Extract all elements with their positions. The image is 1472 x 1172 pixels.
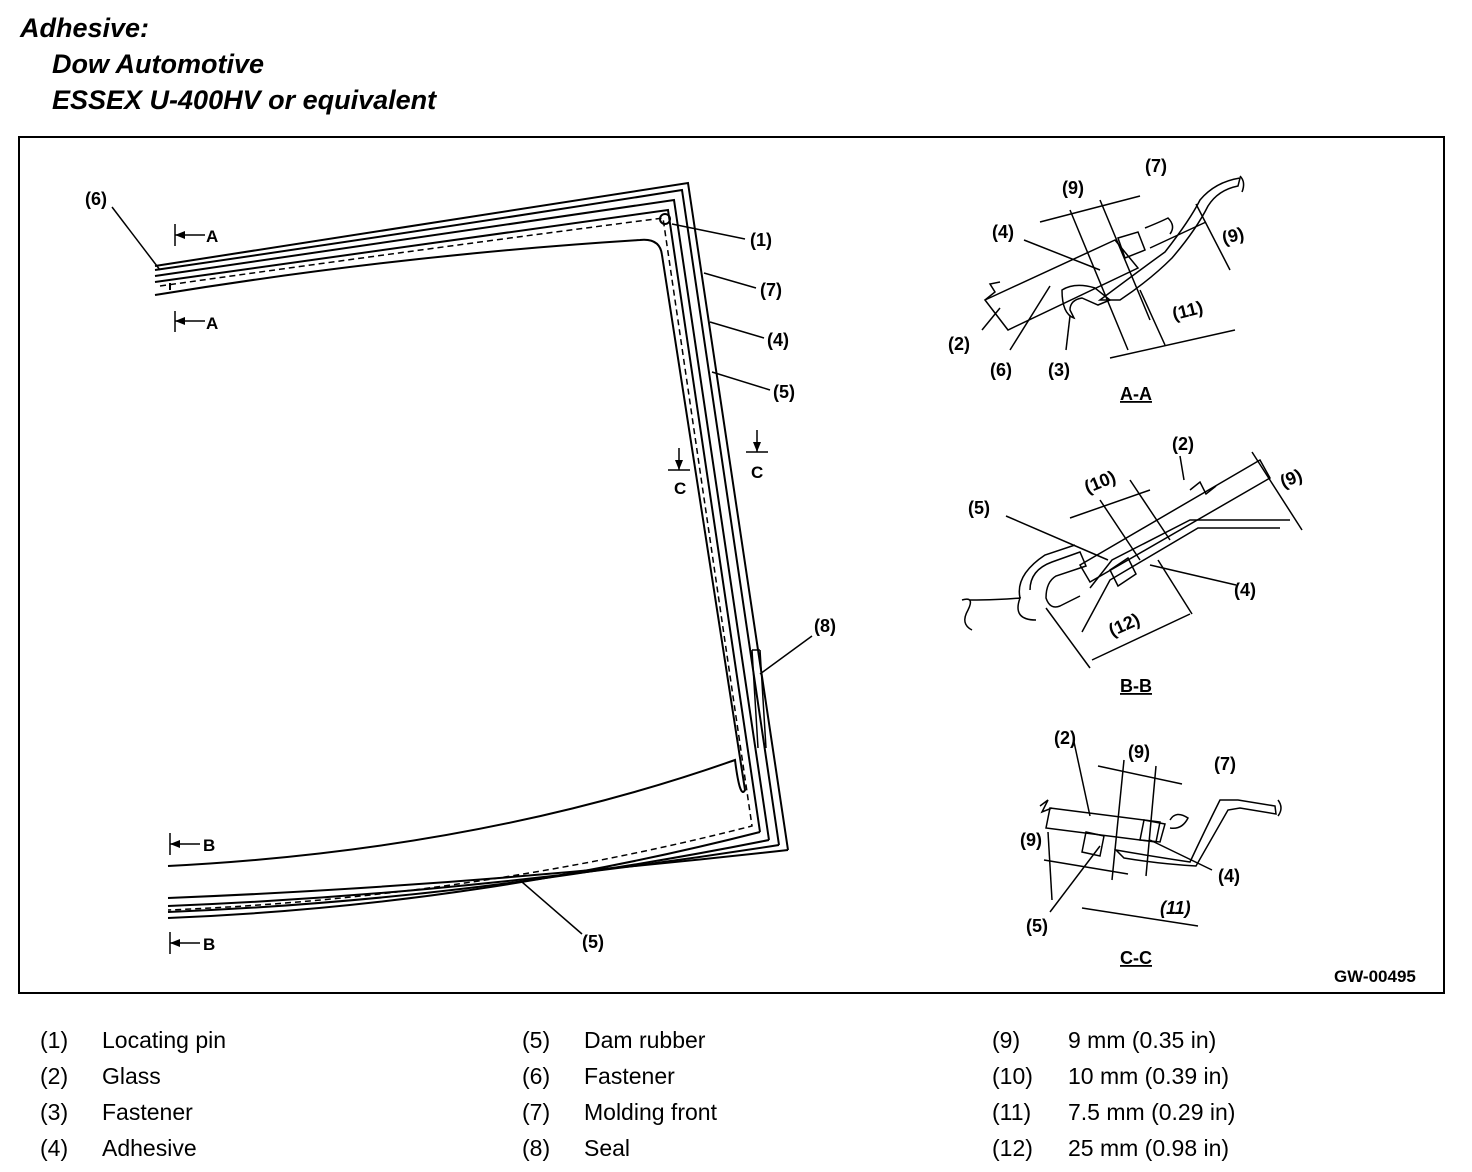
- cc-callout-7: (7): [1214, 754, 1236, 774]
- aa-callout-2: (2): [948, 334, 970, 354]
- section-b-b-drawing: [961, 451, 1303, 669]
- section-arrows: [169, 224, 768, 954]
- legend-row: (9)9 mm (0.35 in): [992, 1027, 1217, 1053]
- section-title-b-b: B-B: [1120, 676, 1152, 696]
- legend-row: (2)Glass: [40, 1063, 161, 1089]
- cc-callout-11: (11): [1160, 898, 1191, 918]
- seal-strip: [751, 649, 767, 749]
- cc-callout-2: (2): [1054, 728, 1076, 748]
- aa-callout-3: (3): [1048, 360, 1070, 380]
- aa-callout-6: (6): [990, 360, 1012, 380]
- section-mark-b-bottom: B: [203, 935, 215, 954]
- legend-row: (4)Adhesive: [40, 1135, 197, 1161]
- legend-row: (11)7.5 mm (0.29 in): [992, 1099, 1236, 1125]
- section-a-a-drawing: [981, 175, 1245, 359]
- callout-1: (1): [750, 230, 772, 250]
- callout-7-main: (7): [760, 280, 782, 300]
- diagram-frame: [18, 136, 1445, 994]
- cc-callout-9-left: (9): [1020, 830, 1042, 850]
- aa-callout-9-right: (9): [1220, 223, 1246, 248]
- legend-column-1: (1)Locating pin (2)Glass (3)Fastener (4)…: [40, 1022, 226, 1166]
- aa-callout-11: (11): [1170, 297, 1205, 324]
- section-c-c-drawing: [1039, 741, 1282, 927]
- locating-pin-icon: [659, 213, 671, 225]
- section-mark-c-right: C: [751, 463, 763, 482]
- callout-5-main: (5): [773, 382, 795, 402]
- bb-callout-2: (2): [1172, 434, 1194, 454]
- bb-callout-5: (5): [968, 498, 990, 518]
- legend-column-2: (5)Dam rubber (6)Fastener (7)Molding fro…: [522, 1022, 717, 1166]
- bb-callout-9: (9): [1277, 465, 1305, 492]
- windshield-diagram: (6) (1) (7) (4) (5) (8) (5) A A B B C C …: [85, 156, 1416, 986]
- heading-line-2: Dow Automotive: [52, 49, 264, 79]
- legend-row: (6)Fastener: [522, 1063, 675, 1089]
- callout-6-main: (6): [85, 189, 107, 209]
- windshield-outline: [154, 181, 789, 919]
- callout-4-main: (4): [767, 330, 789, 350]
- legend-row: (1)Locating pin: [40, 1027, 227, 1053]
- bb-callout-12: (12): [1105, 609, 1142, 640]
- legend-column-3: (9)9 mm (0.35 in) (10)10 mm (0.39 in) (1…: [992, 1022, 1235, 1166]
- section-mark-b-top: B: [203, 836, 215, 855]
- aa-callout-7: (7): [1145, 156, 1167, 176]
- bb-callout-10: (10): [1081, 467, 1118, 498]
- legend-row: (7)Molding front: [522, 1099, 717, 1125]
- section-mark-a-top: A: [206, 227, 218, 246]
- aa-callout-9-top: (9): [1062, 178, 1084, 198]
- heading-line-3: ESSEX U-400HV or equivalent: [52, 85, 437, 115]
- legend-row: (8)Seal: [522, 1135, 631, 1161]
- section-mark-c-left: C: [674, 479, 686, 498]
- legend-row: (3)Fastener: [40, 1099, 193, 1125]
- cc-callout-4: (4): [1218, 866, 1240, 886]
- callout-8: (8): [814, 616, 836, 636]
- legend-row: (12)25 mm (0.98 in): [992, 1135, 1230, 1161]
- section-title-a-a: A-A: [1120, 384, 1152, 404]
- legend-row: (10)10 mm (0.39 in): [992, 1063, 1230, 1089]
- section-title-c-c: C-C: [1120, 948, 1152, 968]
- legend-row: (5)Dam rubber: [522, 1027, 706, 1053]
- section-mark-a-bottom: A: [206, 314, 218, 333]
- bb-callout-4: (4): [1234, 580, 1256, 600]
- cc-callout-9-top: (9): [1128, 742, 1150, 762]
- callout-5-bottom: (5): [582, 932, 604, 952]
- main-leader-lines: [111, 206, 813, 935]
- figure-id: GW-00495: [1334, 967, 1416, 986]
- aa-callout-4: (4): [992, 222, 1014, 242]
- adhesive-heading: Adhesive: Dow Automotive ESSEX U-400HV o…: [20, 10, 436, 118]
- cc-callout-5: (5): [1026, 916, 1048, 936]
- heading-line-1: Adhesive:: [20, 13, 150, 43]
